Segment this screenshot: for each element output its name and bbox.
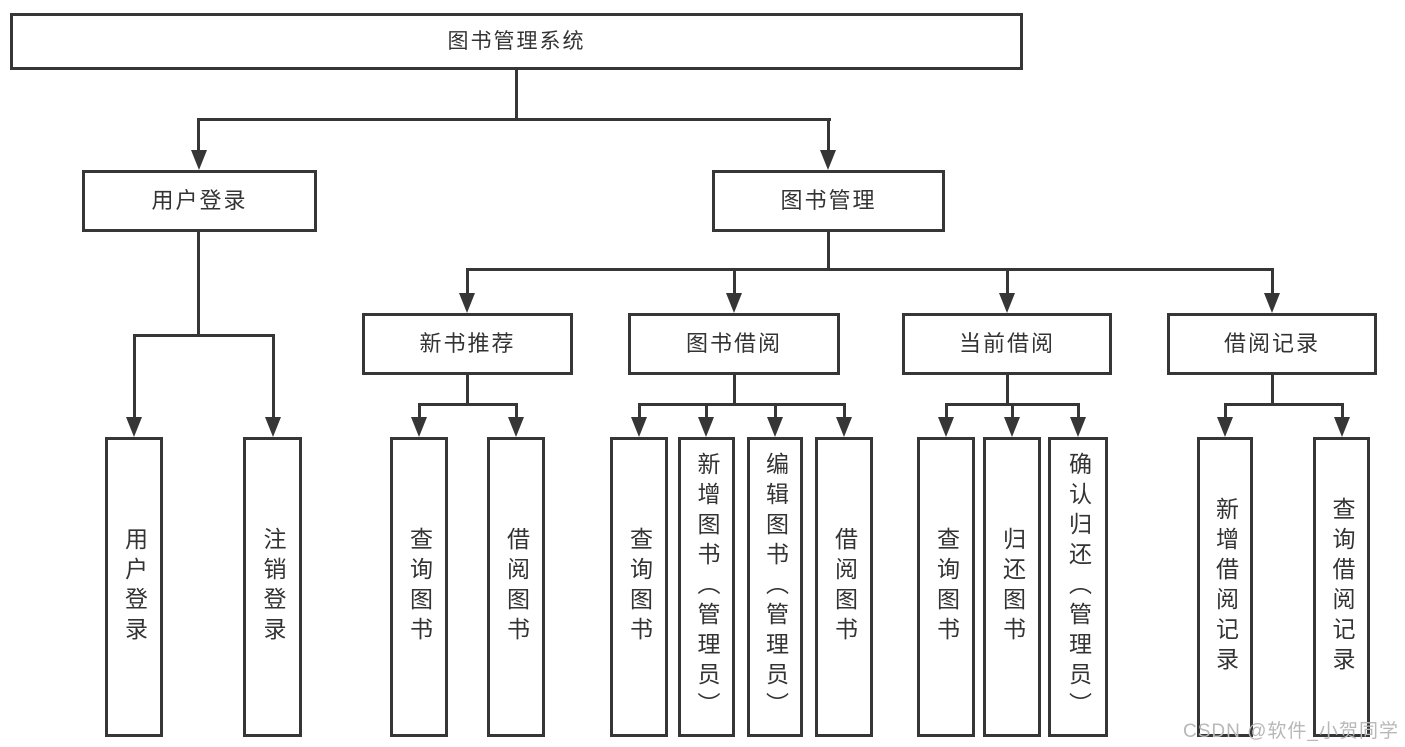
leaf-borrow-add-books-admin-label: 新增图书（管理员）: [694, 452, 720, 722]
leaf-current-query-books: 查询图书: [917, 437, 975, 737]
connector-drop-leaf-logout: [272, 334, 275, 418]
arrow-leaf-user-login: [126, 417, 142, 437]
leaf-records-add-record-label: 新增借阅记录: [1212, 497, 1239, 677]
leaf-recommend-query-books-label: 查询图书: [406, 527, 433, 647]
arrow-recommend-query: [411, 417, 427, 437]
connector-drop-book-borrow: [733, 268, 736, 294]
leaf-current-query-books-label: 查询图书: [933, 527, 960, 647]
connector-drop-new-book-recommend: [466, 268, 469, 294]
connector-root-rail: [197, 118, 831, 121]
leaf-borrow-add-books-admin: 新增图书（管理员）: [678, 437, 735, 737]
watermark: CSDN @软件_小贺同学: [1183, 721, 1399, 742]
leaf-logout-label: 注销登录: [260, 527, 286, 647]
leaf-user-login: 用户登录: [105, 437, 163, 737]
connector-user-login-rail: [133, 334, 275, 337]
node-user-login: 用户登录: [82, 170, 317, 232]
leaf-logout: 注销登录: [243, 437, 302, 737]
arrow-bb-borrow: [836, 417, 852, 437]
node-borrow-records: 借阅记录: [1167, 313, 1377, 375]
leaf-borrow-query-books-label: 查询图书: [626, 527, 653, 647]
connector-book-management-rail: [466, 268, 1274, 271]
node-root: 图书管理系统: [10, 13, 1023, 70]
leaf-borrow-edit-books-admin-label: 编辑图书（管理员）: [762, 452, 789, 722]
connector-drop-cb-query: [945, 403, 948, 418]
connector-drop-user-login: [197, 118, 200, 151]
arrow-cb-return: [1004, 417, 1020, 437]
connector-drop-bb-query: [638, 403, 641, 418]
connector-new-book-recommend-rail: [418, 403, 518, 406]
arrow-book-borrow: [726, 293, 742, 313]
node-root-label: 图书管理系统: [447, 30, 586, 53]
connector-drop-leaf-user-login: [133, 334, 136, 418]
arrow-book-management: [820, 150, 836, 170]
arrow-new-book-recommend: [459, 293, 475, 313]
leaf-borrow-query-books: 查询图书: [610, 437, 668, 737]
connector-drop-recommend-query: [418, 403, 421, 418]
arrow-cb-confirm: [1070, 417, 1086, 437]
connector-drop-book-management: [827, 118, 830, 151]
arrow-bb-edit: [767, 417, 783, 437]
node-current-borrow: 当前借阅: [902, 313, 1112, 375]
arrow-current-borrow: [999, 293, 1015, 313]
node-book-management-label: 图书管理: [780, 188, 877, 213]
connector-drop-br-add: [1224, 403, 1227, 418]
connector-current-borrow-stem: [1006, 375, 1009, 406]
connector-new-book-recommend-stem: [466, 375, 469, 406]
arrow-leaf-logout: [265, 417, 281, 437]
leaf-recommend-borrow-books-label: 借阅图书: [503, 527, 530, 647]
leaf-recommend-borrow-books: 借阅图书: [487, 437, 545, 737]
connector-drop-br-query: [1341, 403, 1344, 418]
leaf-records-add-record: 新增借阅记录: [1197, 437, 1253, 737]
connector-drop-bb-borrow: [843, 403, 846, 418]
node-book-management: 图书管理: [712, 170, 945, 232]
connector-drop-cb-return: [1011, 403, 1014, 418]
connector-drop-bb-add: [705, 403, 708, 418]
arrow-bb-query: [631, 417, 647, 437]
leaf-records-query-record: 查询借阅记录: [1313, 437, 1370, 737]
leaf-borrow-borrow-books-label: 借阅图书: [831, 527, 858, 647]
arrow-br-query: [1334, 417, 1350, 437]
connector-drop-cb-confirm: [1077, 403, 1080, 418]
node-book-borrow: 图书借阅: [628, 313, 840, 375]
connector-drop-borrow-records: [1271, 268, 1274, 294]
arrow-bb-add: [698, 417, 714, 437]
connector-root-stem: [515, 70, 518, 118]
node-current-borrow-label: 当前借阅: [958, 331, 1055, 356]
node-book-borrow-label: 图书借阅: [685, 331, 782, 356]
leaf-current-confirm-return-admin-label: 确认归还（管理员）: [1065, 452, 1092, 722]
connector-user-login-stem: [197, 232, 200, 337]
leaf-borrow-edit-books-admin: 编辑图书（管理员）: [747, 437, 803, 737]
leaf-records-query-record-label: 查询借阅记录: [1329, 497, 1355, 677]
leaf-recommend-query-books: 查询图书: [390, 437, 448, 737]
connector-borrow-records-rail: [1224, 403, 1344, 406]
arrow-br-add: [1217, 417, 1233, 437]
leaf-borrow-borrow-books: 借阅图书: [815, 437, 873, 737]
node-user-login-label: 用户登录: [151, 188, 248, 213]
arrow-user-login: [191, 150, 207, 170]
arrow-recommend-borrow: [508, 417, 524, 437]
node-borrow-records-label: 借阅记录: [1223, 331, 1320, 356]
leaf-current-return-books: 归还图书: [983, 437, 1041, 737]
leaf-current-return-books-label: 归还图书: [999, 527, 1026, 647]
connector-book-borrow-stem: [733, 375, 736, 406]
leaf-user-login-label: 用户登录: [121, 527, 148, 647]
connector-borrow-records-stem: [1271, 375, 1274, 406]
connector-drop-recommend-borrow: [515, 403, 518, 418]
connector-book-management-stem: [827, 232, 830, 270]
node-new-book-recommend-label: 新书推荐: [419, 331, 516, 356]
arrow-cb-query: [938, 417, 954, 437]
connector-book-borrow-rail: [638, 403, 846, 406]
node-new-book-recommend: 新书推荐: [362, 313, 573, 375]
connector-drop-bb-edit: [774, 403, 777, 418]
arrow-borrow-records: [1264, 293, 1280, 313]
leaf-current-confirm-return-admin: 确认归还（管理员）: [1048, 437, 1108, 737]
connector-drop-current-borrow: [1006, 268, 1009, 294]
